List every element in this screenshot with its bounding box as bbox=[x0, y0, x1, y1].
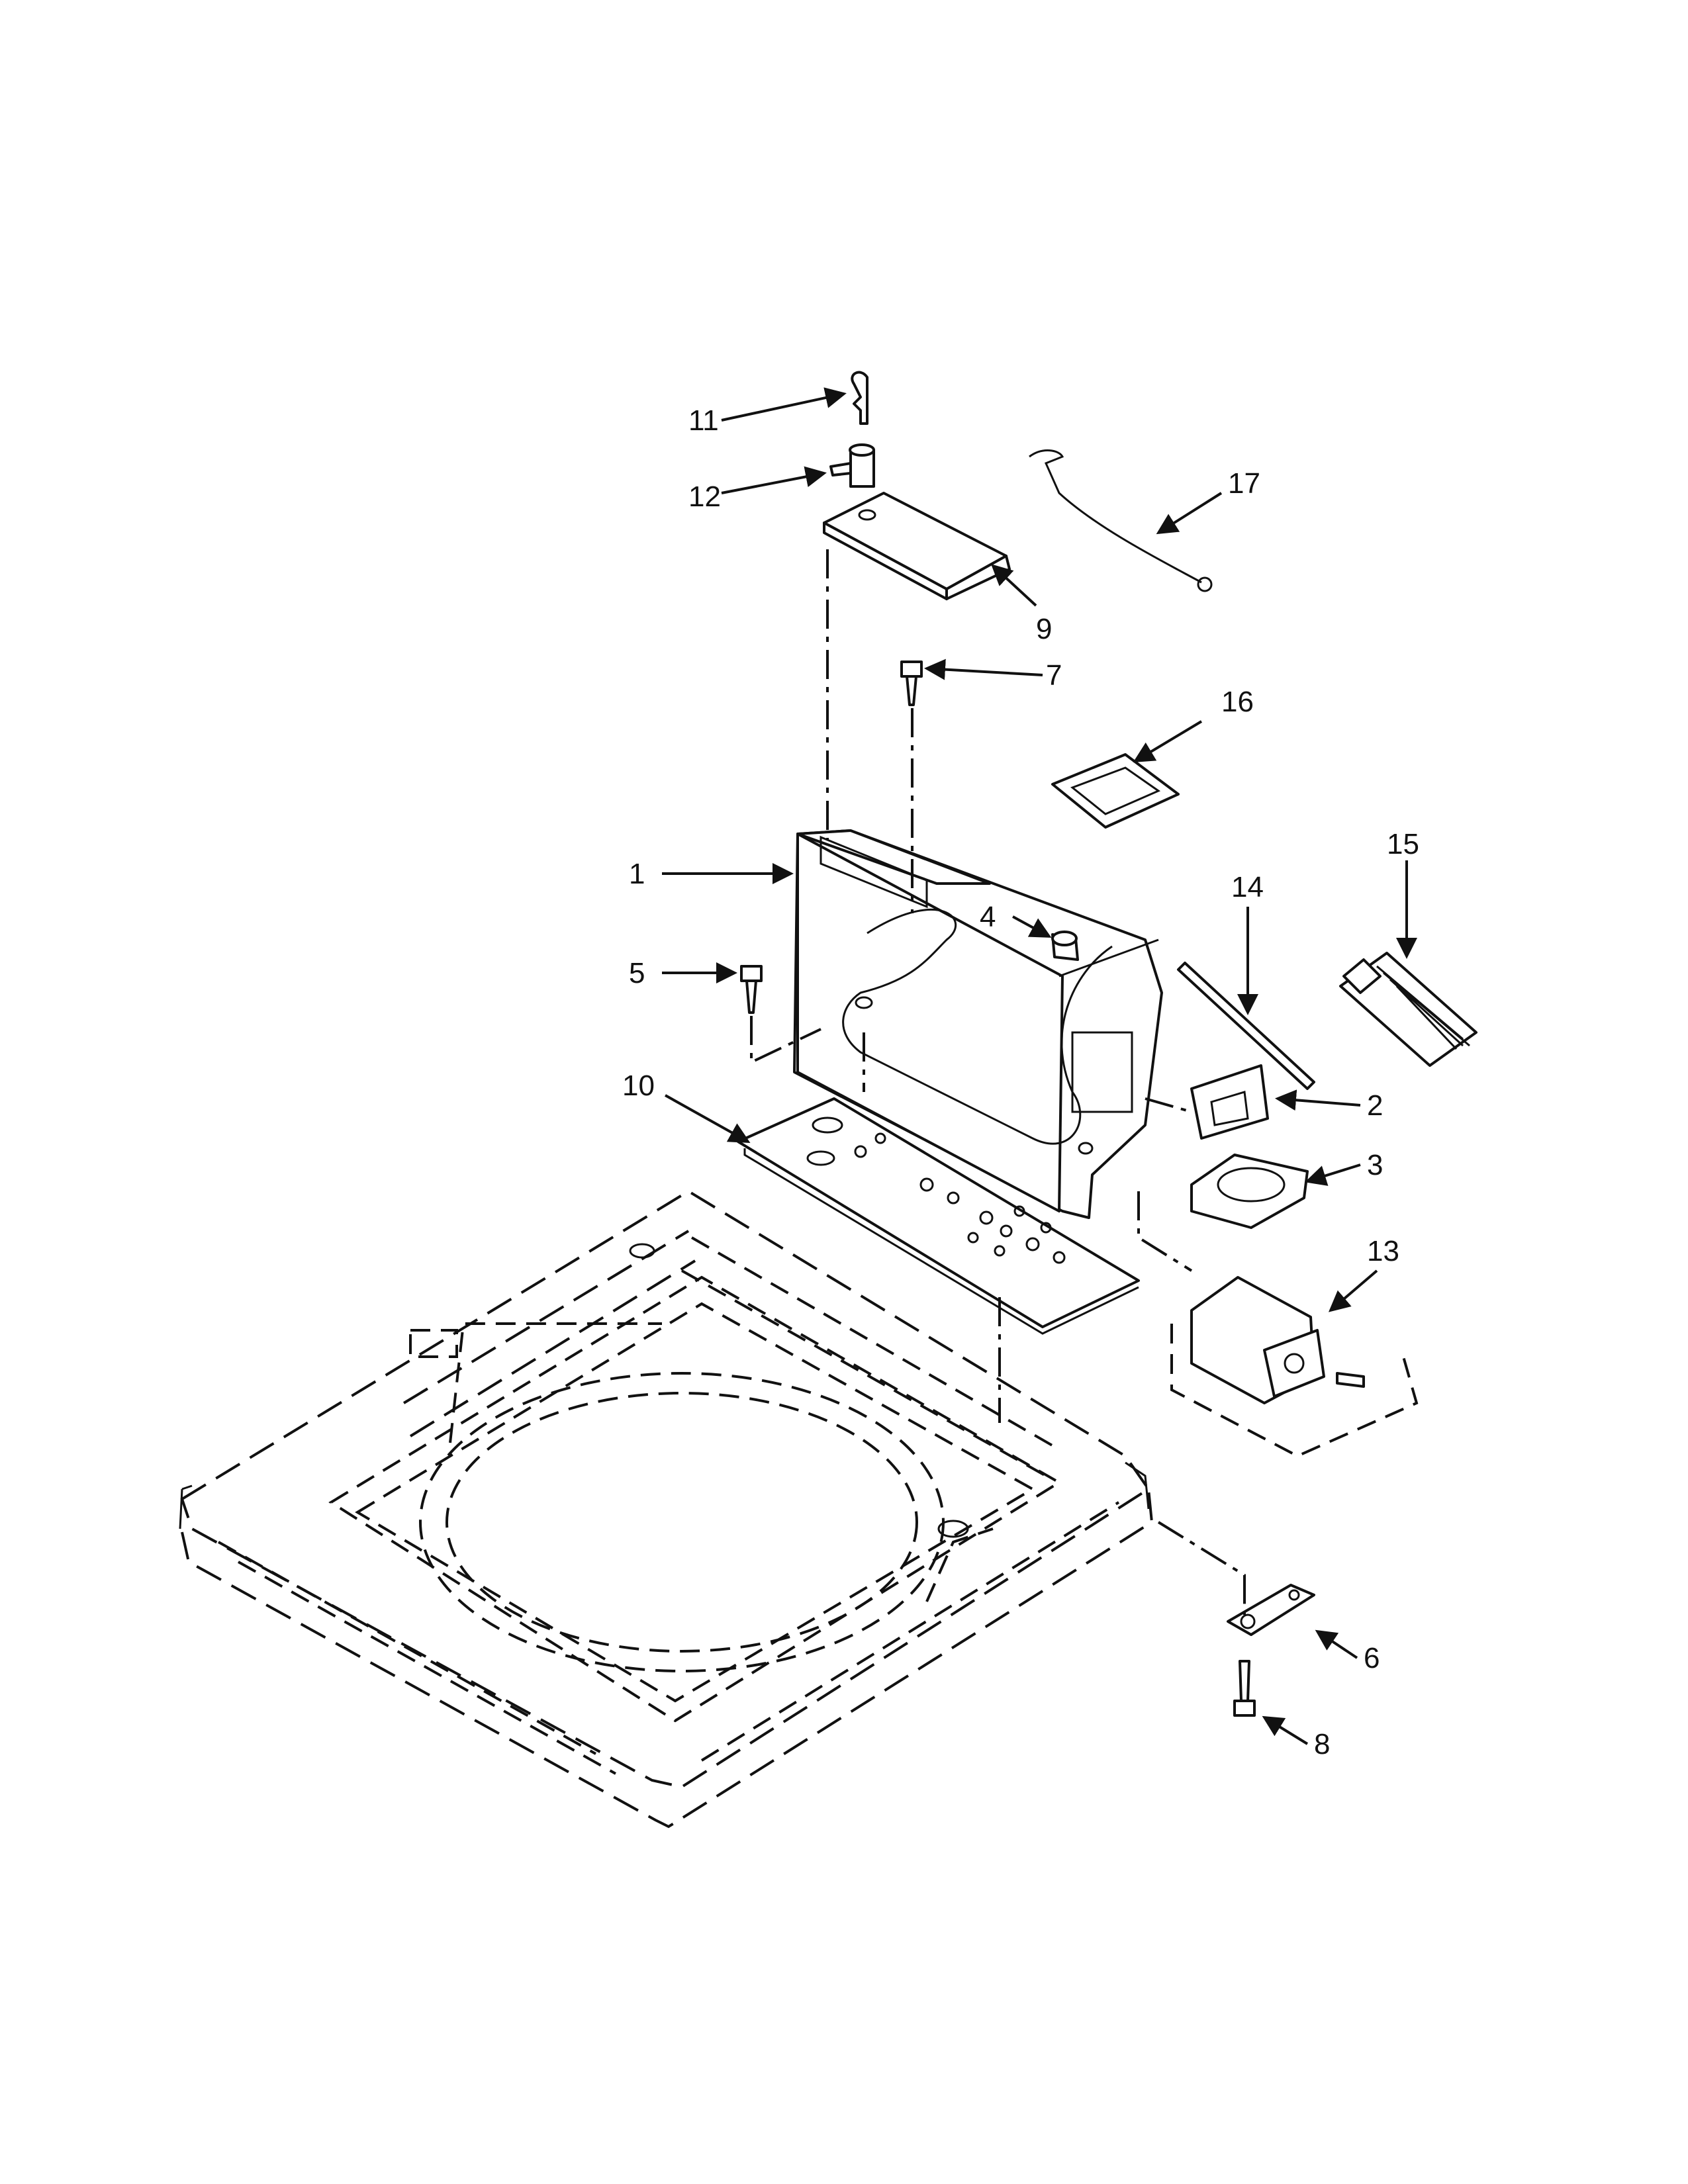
part-6-bracket bbox=[1227, 1584, 1315, 1636]
part-14-strip bbox=[1177, 962, 1315, 1090]
part-10-plate bbox=[737, 1097, 1140, 1335]
callout-9: 9 bbox=[1036, 613, 1052, 645]
washer-top-ghost bbox=[179, 1189, 1154, 1829]
part-3-cup bbox=[1190, 1154, 1309, 1229]
callout-16: 16 bbox=[1221, 686, 1254, 718]
callout-1: 1 bbox=[629, 858, 645, 890]
part-5-screw bbox=[740, 965, 763, 1014]
callout-14: 14 bbox=[1231, 871, 1264, 903]
part-8-screw bbox=[1233, 1660, 1256, 1717]
callout-11: 11 bbox=[688, 404, 719, 437]
callout-labels: 1 2 3 4 5 6 7 8 9 10 11 12 13 14 15 16 1… bbox=[622, 404, 1419, 1760]
part-9-cover bbox=[823, 492, 1011, 600]
part-1-console-housing bbox=[793, 829, 1163, 1219]
part-16-pad bbox=[1051, 753, 1180, 829]
part-17-wire bbox=[1029, 449, 1213, 592]
callout-15: 15 bbox=[1387, 828, 1419, 860]
callout-2: 2 bbox=[1367, 1089, 1383, 1122]
part-4-bushing bbox=[1051, 931, 1079, 961]
assembly-lines bbox=[750, 549, 1246, 1615]
callout-6: 6 bbox=[1364, 1642, 1380, 1674]
leader-arrows bbox=[662, 387, 1417, 1745]
part-7-screw bbox=[900, 660, 923, 706]
part-13-solenoid bbox=[1170, 1276, 1419, 1458]
callout-4: 4 bbox=[980, 901, 996, 933]
callout-7: 7 bbox=[1046, 659, 1062, 692]
callout-17: 17 bbox=[1228, 467, 1260, 500]
callout-8: 8 bbox=[1314, 1728, 1330, 1760]
callout-13: 13 bbox=[1367, 1235, 1399, 1267]
callout-10: 10 bbox=[622, 1069, 655, 1102]
callout-5: 5 bbox=[629, 957, 645, 989]
part-11-lock-key bbox=[851, 371, 868, 425]
part-15-connector bbox=[1339, 952, 1477, 1067]
part-12-lock bbox=[829, 443, 875, 488]
part-2-gasket bbox=[1190, 1064, 1269, 1140]
callout-3: 3 bbox=[1367, 1149, 1383, 1181]
callout-12: 12 bbox=[688, 480, 721, 513]
